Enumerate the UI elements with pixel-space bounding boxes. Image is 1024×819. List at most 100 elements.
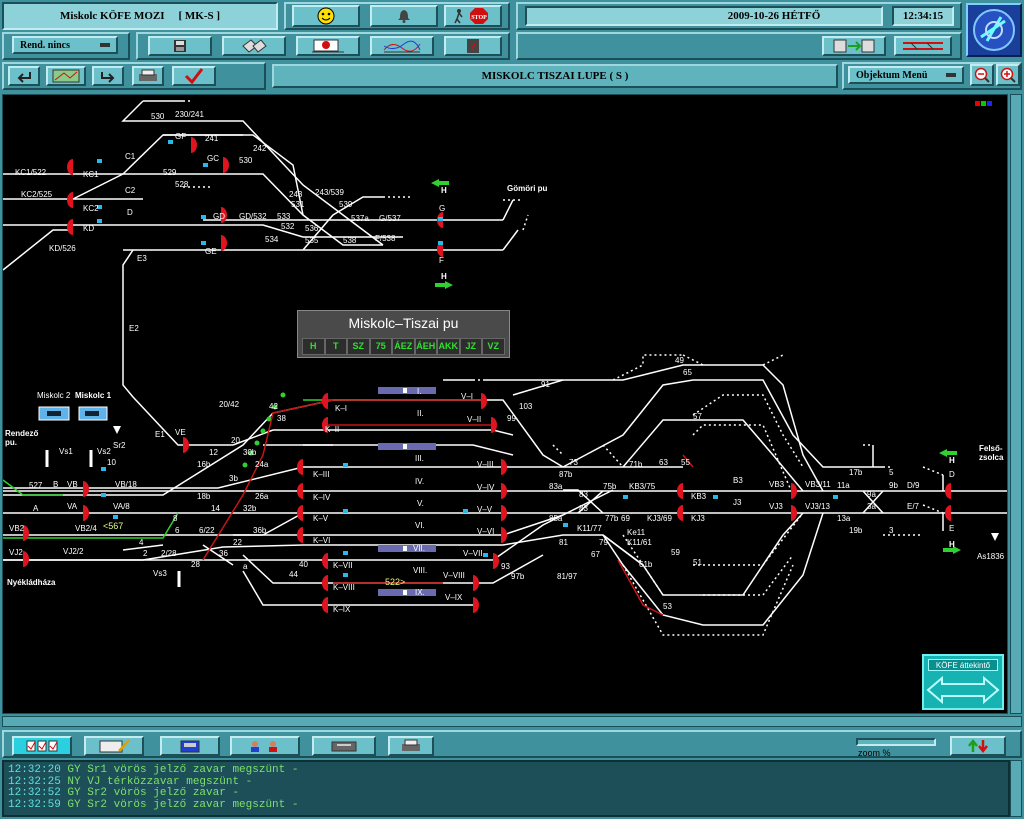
code-aeh-button[interactable]: ÁEH	[414, 338, 437, 355]
map-label: VB	[67, 480, 78, 489]
map-label: VE	[175, 428, 186, 437]
bell-button[interactable]	[370, 5, 438, 27]
code-75-button[interactable]: 75	[369, 338, 392, 355]
map-label: 81	[559, 538, 568, 547]
printer-icon	[402, 739, 420, 751]
transfer-icon	[833, 39, 875, 53]
map-label: D/9	[907, 481, 920, 490]
map-label: J3	[733, 498, 742, 507]
map-label: 528	[175, 180, 189, 189]
map-label: VB3	[769, 480, 785, 489]
map-label: 38	[277, 414, 286, 423]
object-menu-dropdown[interactable]: Objektum Menü	[848, 66, 964, 84]
map-label: 9b	[889, 481, 898, 490]
map-label: 13a	[837, 514, 851, 523]
code-sz-button[interactable]: SZ	[347, 338, 370, 355]
updown-button[interactable]	[950, 736, 1006, 756]
documents-icon	[242, 39, 267, 53]
zoom-out-button[interactable]	[970, 64, 994, 86]
zoom-slider[interactable]	[856, 738, 936, 746]
transfer-button[interactable]	[822, 36, 886, 56]
station-code: [ MK-S ]	[178, 10, 221, 22]
forward-button[interactable]	[92, 66, 124, 86]
map-label: B3	[733, 476, 743, 485]
map-label: 63	[659, 458, 668, 467]
smiley-button[interactable]	[292, 5, 360, 27]
station-popup[interactable]: Miskolc–Tiszai pu H T SZ 75 ÁEZ ÁEH AKK …	[297, 310, 510, 358]
map-label: 91	[541, 380, 550, 389]
map-label: Vs1	[59, 447, 73, 456]
zoom-in-button[interactable]	[996, 64, 1020, 86]
track-label-V-IX: V–IX	[445, 593, 463, 602]
map-label: 61b	[639, 560, 653, 569]
code-h-button[interactable]: H	[302, 338, 325, 355]
label-h: H	[441, 186, 447, 195]
disk-button[interactable]	[160, 736, 220, 756]
svg-text:?: ?	[470, 41, 476, 53]
popup-title: Miskolc–Tiszai pu	[348, 315, 459, 331]
map-label: VA	[67, 502, 78, 511]
smiley-icon	[317, 7, 335, 25]
speed-label: <567	[103, 521, 124, 531]
map-label: 69	[621, 514, 630, 523]
map-button[interactable]	[46, 66, 86, 86]
rend-dropdown[interactable]: Rend. nincs	[12, 36, 118, 54]
track-map[interactable]: KC1/522 KC2/525 KD/526 C1 C2 D E3 E2 E1 …	[2, 94, 1008, 714]
map-label: 51	[693, 558, 702, 567]
code-t-button[interactable]: T	[324, 338, 347, 355]
logo-button[interactable]	[966, 3, 1022, 57]
notes-button[interactable]	[84, 736, 144, 756]
map-label: 65	[683, 368, 692, 377]
tracks-button[interactable]	[894, 36, 952, 56]
checklist-button[interactable]	[12, 736, 72, 756]
code-vz-button[interactable]: VZ	[482, 338, 505, 355]
save-button[interactable]	[148, 36, 212, 56]
map-label: 230/241	[175, 110, 204, 119]
track-label-IX: IX.	[415, 588, 425, 597]
stop-button[interactable]: STOP	[444, 5, 502, 27]
kofe-overview-button[interactable]: KÖFE áttekintő	[922, 654, 1004, 710]
map-label: 12	[209, 448, 218, 457]
map-label: 16b	[197, 460, 211, 469]
track-label-K-VIII: K–VIII	[333, 583, 355, 592]
track-label-V-VI: V–VI	[477, 527, 495, 536]
code-aez-button[interactable]: ÁEZ	[392, 338, 415, 355]
map-label: VB2	[9, 524, 25, 533]
map-label: Ke11	[627, 528, 646, 537]
graph-button[interactable]	[370, 36, 434, 56]
help-button[interactable]: ?	[444, 36, 502, 56]
map-label: 73	[569, 458, 578, 467]
map-label: VJ3	[769, 502, 783, 511]
map-label: 3b	[229, 474, 238, 483]
track-label-K-VI: K–VI	[313, 536, 331, 545]
print-log-button[interactable]	[388, 736, 434, 756]
map-label: E	[949, 524, 955, 533]
log-scrollbar[interactable]	[1010, 760, 1022, 817]
people-button[interactable]	[230, 736, 300, 756]
app-title: Miskolc KÖFE MOZI	[60, 10, 165, 22]
help-icon: ?	[467, 39, 479, 53]
map-label: F/538	[375, 234, 396, 243]
map-label: 538	[343, 236, 357, 245]
code-jz-button[interactable]: JZ	[459, 338, 482, 355]
code-akk-button[interactable]: AKK	[437, 338, 460, 355]
vertical-scrollbar[interactable]	[1010, 94, 1022, 714]
confirm-button[interactable]	[172, 66, 216, 86]
map-label: 534	[265, 235, 279, 244]
back-button[interactable]	[8, 66, 40, 86]
print-button[interactable]	[132, 66, 164, 86]
label-h: H	[441, 272, 447, 281]
map-label: 537a	[351, 214, 369, 223]
map-label: 532	[281, 222, 295, 231]
zoom-in-icon	[1000, 67, 1016, 83]
track-label-K-V: K–V	[313, 514, 329, 523]
horizontal-scrollbar[interactable]	[2, 716, 1022, 727]
map-label: 531	[291, 200, 305, 209]
archive-button[interactable]	[312, 736, 376, 756]
map-label: K11/77	[577, 524, 602, 533]
map-label: 67	[591, 550, 600, 559]
dropdown-icon	[946, 73, 956, 77]
documents-button[interactable]	[222, 36, 286, 56]
sign-button[interactable]	[296, 36, 360, 56]
map-label: KC1/522	[15, 168, 47, 177]
